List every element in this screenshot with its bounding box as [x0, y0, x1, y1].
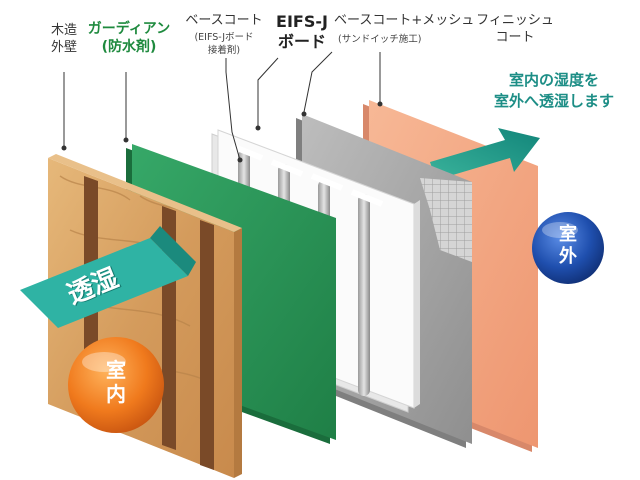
indoor-label-line2: 内: [106, 382, 126, 406]
label-base-mesh-sub-line: (サンドイッチ施工): [338, 34, 422, 45]
indoor-label-line1: 室: [106, 358, 126, 382]
label-base-mesh-sub: (サンドイッチ施工): [338, 33, 450, 46]
label-eifs-board: EIFS-J ボード: [262, 12, 342, 52]
label-exterior-wall-line1: 木造: [50, 23, 77, 38]
label-finish-line2: コート: [495, 30, 535, 45]
label-base-coat: ベースコート: [176, 12, 272, 29]
label-guardian: ガーディアン (防水剤): [86, 20, 172, 56]
outdoor-ball: [532, 212, 604, 284]
moisture-arrow: [430, 128, 540, 180]
label-base-mesh-main: ベースコート+メッシュ: [334, 13, 475, 28]
label-eifs-line1: EIFS-J: [276, 12, 328, 31]
indoor-label: 室 内: [96, 358, 136, 406]
label-guardian-line2: (防水剤): [101, 39, 157, 55]
label-base-coat-sub: (EIFS-Jボード 接着剤): [172, 31, 276, 57]
leader-lines: [63, 51, 381, 161]
indoor-ball: [68, 337, 164, 433]
label-finish-line1: フィニッシュ: [476, 13, 554, 28]
label-exterior-wall: 木造 外壁: [40, 22, 88, 56]
label-base-coat-sub-line2: 接着剤): [207, 45, 241, 56]
label-exterior-wall-line2: 外壁: [50, 40, 77, 55]
label-guardian-line1: ガーディアン: [87, 21, 171, 37]
outdoor-label-line1: 室: [559, 224, 577, 245]
moisture-note: 室内の湿度を 室外へ透湿します: [494, 70, 614, 112]
label-base-coat-main: ベースコート: [185, 13, 263, 28]
moisture-note-line1: 室内の湿度を: [508, 71, 599, 89]
leader-dots: [61, 101, 383, 163]
label-finish-coat: フィニッシュ コート: [470, 12, 560, 46]
outdoor-label: 室 外: [550, 224, 586, 268]
label-base-coat-sub-line1: (EIFS-Jボード: [194, 32, 254, 43]
outdoor-label-line2: 外: [559, 246, 577, 267]
permeation-ribbon: [20, 226, 196, 328]
label-eifs-line2: ボード: [277, 32, 326, 51]
label-base-mesh: ベースコート+メッシュ: [334, 12, 476, 29]
moisture-note-line2: 室外へ透湿します: [493, 92, 614, 110]
